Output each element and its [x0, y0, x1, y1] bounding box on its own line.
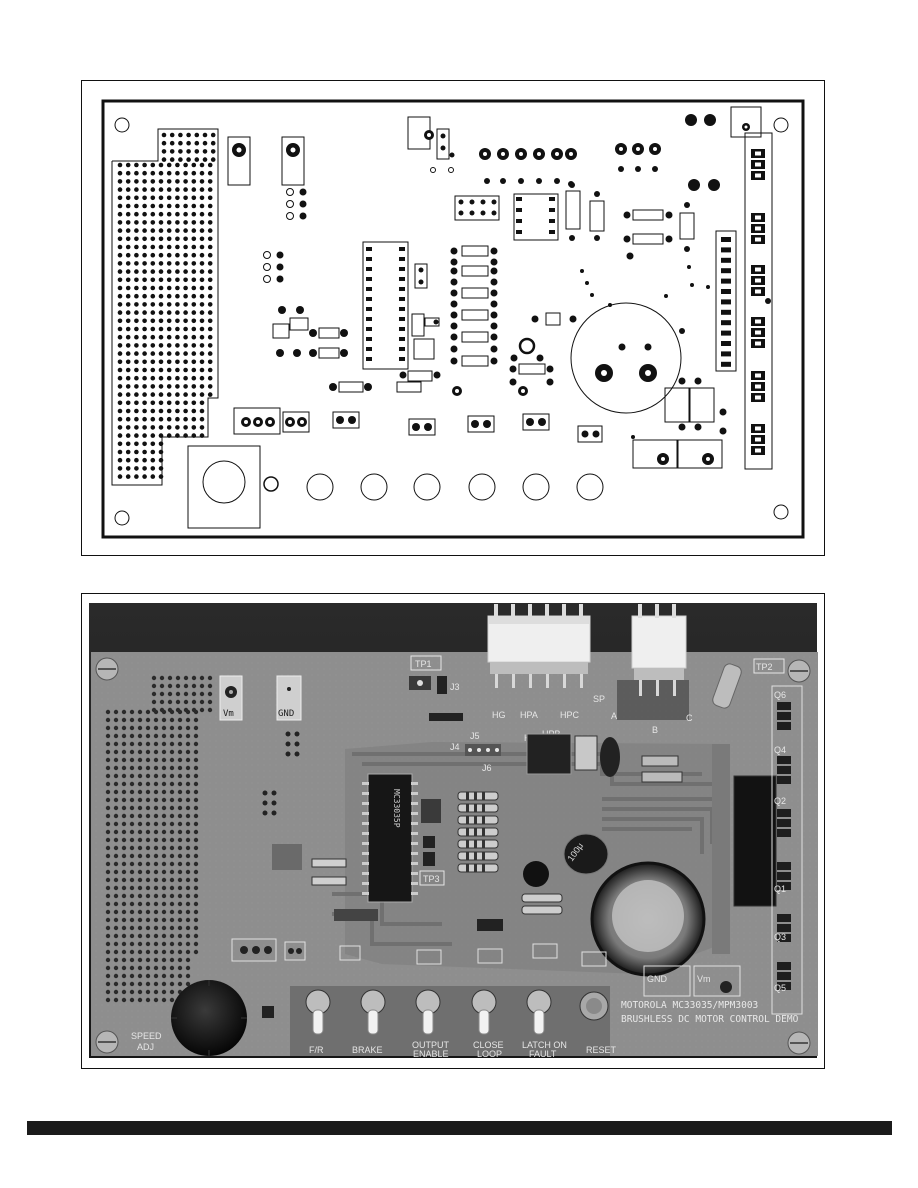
pcb-layout-figure: [81, 80, 825, 556]
board-photo: Vm GND HG HPA HPC SP HP HPB A B C TP1 J3…: [89, 603, 818, 1059]
proto-area-outline: [111, 128, 219, 486]
proto-grid-photo: [105, 675, 213, 1003]
proto-grid: [117, 132, 216, 479]
b-label: B: [652, 725, 658, 735]
brand-line-2: BRUSHLESS DC MOTOR CONTROL DEMO: [621, 1014, 799, 1025]
speed-pot-knob-outline: [202, 460, 246, 504]
mount-hole: [114, 117, 130, 133]
page-footer-bar: [27, 1121, 892, 1135]
small-electrolytic: [523, 861, 549, 887]
ic-u1-outline: [362, 241, 409, 370]
speed-adj-label-1: SPEED: [131, 1031, 162, 1041]
switch-panel: [290, 986, 610, 1056]
motor-connector: [617, 604, 689, 720]
j3-label: J3: [450, 682, 460, 692]
q6-label: Q6: [774, 690, 786, 700]
board-outline: [101, 99, 805, 539]
switch-output-label-2: ENABLE: [413, 1049, 449, 1059]
mount-hole: [114, 510, 130, 526]
gnd-terminal-outline: [281, 136, 305, 186]
gnd-label: GND: [278, 709, 294, 719]
q2-label: Q2: [774, 796, 786, 806]
corner-screws: [95, 657, 811, 1055]
header-pins-a: [286, 188, 307, 220]
switch-reset-label: RESET: [586, 1045, 617, 1055]
switch-latch-label-2: FAULT: [529, 1049, 557, 1059]
q1-label: Q1: [774, 884, 786, 894]
power-module: [733, 775, 777, 907]
mount-hole: [773, 117, 789, 133]
sp-label: SP: [593, 694, 605, 704]
vm2-label: Vm: [697, 974, 711, 984]
switch-outlines: [306, 473, 604, 501]
hg-label: HG: [492, 710, 506, 720]
hall-connector-pads: [479, 148, 577, 160]
tp1-label: TP1: [415, 659, 432, 669]
vm-label: Vm: [223, 709, 234, 719]
switch-fr-label: F/R: [309, 1045, 324, 1055]
hpa-label: HPA: [520, 710, 538, 720]
pcb-layout-drawing: [101, 99, 805, 539]
output-pad-strip: [744, 132, 773, 470]
q4-label: Q4: [774, 745, 786, 755]
board-photo-figure: Vm GND HG HPA HPC SP HP HPB A B C TP1 J3…: [81, 593, 825, 1069]
ic-marking: MC33035P: [392, 789, 401, 828]
gnd2-label: GND: [647, 974, 668, 984]
header-pins-b: [263, 251, 284, 283]
switch-brake-label: BRAKE: [352, 1045, 383, 1055]
j4-label: J4: [450, 742, 460, 752]
hpc-label: HPC: [560, 710, 580, 720]
switch-close-label-1: CLOSE: [473, 1040, 504, 1050]
tp3-label: TP3: [423, 874, 440, 884]
speed-pot-outline: [187, 445, 261, 529]
q5-label: Q5: [774, 983, 786, 993]
a-label: A: [611, 711, 617, 721]
ic-u1: [367, 773, 413, 903]
brand-line-1: MOTOROLA MC33035/MPM3003: [621, 1000, 758, 1011]
j5-label: J5: [470, 731, 480, 741]
q-strip: [771, 685, 803, 1015]
switch-close-label-2: LOOP: [477, 1049, 502, 1059]
q3-label: Q3: [774, 932, 786, 942]
switch-latch-label-1: LATCH ON: [522, 1040, 567, 1050]
vm-terminal-outline: [227, 136, 251, 186]
speed-adjust-knob: [171, 980, 247, 1056]
speed-adj-label-2: ADJ: [137, 1042, 154, 1052]
switch-output-label-1: OUTPUT: [412, 1040, 450, 1050]
mount-hole: [773, 504, 789, 520]
hall-connector: [487, 604, 591, 688]
bulk-capacitor-outline: [570, 302, 682, 414]
j6-label: J6: [482, 763, 492, 773]
tp2-label: TP2: [756, 662, 773, 672]
c-label: C: [686, 713, 693, 723]
